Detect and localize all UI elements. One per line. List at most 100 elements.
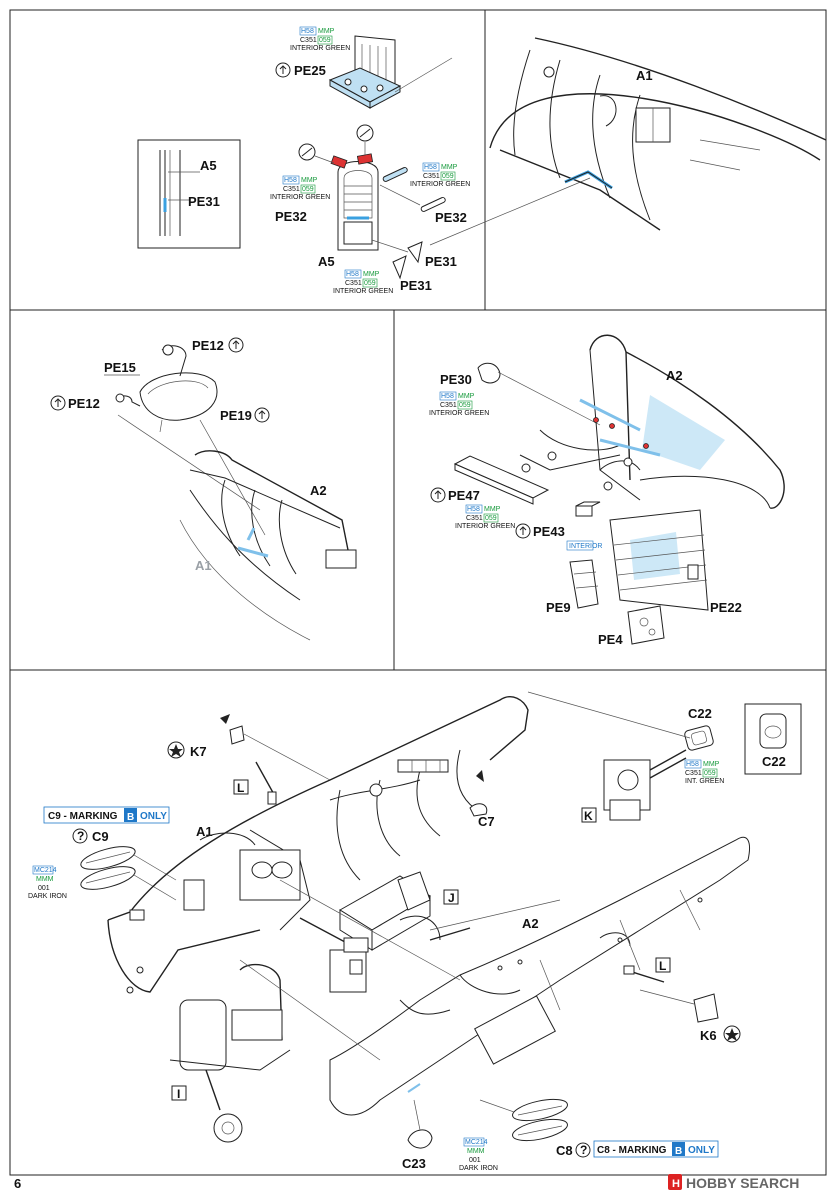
c22-inset-box: C22: [744, 703, 802, 775]
svg-text:C8: C8: [556, 1143, 573, 1158]
hobby-search-logo: H HOBBY SEARCH: [668, 1174, 799, 1191]
panel-1: A5 PE31 PE25 H58 MMP C351: [137, 26, 827, 295]
svg-text:INTERIOR GREEN: INTERIOR GREEN: [429, 410, 489, 417]
svg-text:MC214: MC214: [465, 1139, 488, 1146]
pe12-top-label: PE12: [192, 337, 244, 353]
svg-text:H58: H58: [346, 271, 359, 278]
k6-part: K6: [639, 989, 741, 1043]
svg-text:?: ?: [77, 829, 84, 843]
svg-text:ONLY: ONLY: [688, 1145, 715, 1156]
k-box: K: [581, 807, 597, 823]
svg-text:L: L: [659, 959, 666, 973]
svg-text:MMP: MMP: [484, 506, 501, 513]
svg-text:H58: H58: [686, 761, 699, 768]
pe4-part: PE4: [598, 605, 665, 647]
svg-text:PE4: PE4: [598, 632, 623, 647]
color-callout-1: H58 MMP C351 059 INTERIOR GREEN: [290, 26, 350, 52]
svg-text:MC214: MC214: [34, 867, 57, 874]
svg-text:059: 059: [302, 186, 314, 193]
svg-text:C351: C351: [466, 515, 483, 522]
gun-sight-part: [255, 761, 277, 805]
pe25-part: [328, 35, 402, 109]
svg-text:I: I: [177, 1087, 180, 1101]
l-box-1: L: [233, 779, 249, 795]
svg-text:C7: C7: [478, 814, 495, 829]
svg-text:L: L: [237, 781, 244, 795]
cockpit-assembly: [603, 749, 687, 821]
fuselage-a2-half: A2: [329, 836, 750, 1116]
svg-text:059: 059: [364, 280, 376, 287]
svg-text:H58: H58: [424, 164, 437, 171]
svg-text:MMP: MMP: [458, 393, 475, 400]
seat-part: [298, 124, 379, 251]
pe19-label-group: PE19: [220, 407, 270, 423]
k7-part: K7: [167, 714, 331, 781]
a5-label: A5: [318, 254, 335, 269]
pe25-label-group: PE25: [275, 62, 326, 78]
svg-text:C351: C351: [345, 280, 362, 287]
svg-text:PE12: PE12: [68, 396, 100, 411]
svg-text:C351: C351: [283, 186, 300, 193]
fuselage-a1-half: [107, 696, 529, 994]
panel-4: K7 L C9 - MARKING B ONLY ? C9: [28, 691, 802, 1172]
svg-text:C351: C351: [685, 770, 702, 777]
svg-text:MMM: MMM: [36, 876, 54, 883]
c9-marking-banner: C9 - MARKING B ONLY: [43, 806, 170, 824]
svg-text:C8 - MARKING: C8 - MARKING: [597, 1145, 667, 1156]
svg-text:MMP: MMP: [441, 164, 458, 171]
svg-text:PE22: PE22: [710, 600, 742, 615]
svg-text:059: 059: [442, 173, 454, 180]
c7-part: C7: [469, 770, 495, 829]
gun-sight-part-2: [623, 965, 665, 983]
l-box-2: L: [655, 957, 671, 973]
svg-text:MMM: MMM: [467, 1148, 485, 1155]
svg-text:MMP: MMP: [363, 271, 380, 278]
svg-text:DARK IRON: DARK IRON: [28, 893, 67, 900]
color-callout-c8: MC214 MMM 001 DARK IRON: [459, 1137, 498, 1172]
svg-text:DARK IRON: DARK IRON: [459, 1165, 498, 1172]
pe32-label-left: PE32: [275, 209, 307, 224]
svg-text:C9: C9: [92, 829, 109, 844]
panel-3: PE30 H58 MMP C351 059 INTERIOR GREEN: [429, 334, 785, 647]
c9-exhaust-parts: [80, 846, 177, 901]
c8-label-group: C8 ?: [556, 1142, 591, 1158]
svg-text:C351: C351: [300, 37, 317, 44]
i-box: I: [171, 1085, 187, 1101]
svg-text:PE30: PE30: [440, 372, 472, 387]
a2-label-panel2: A2: [310, 483, 327, 498]
svg-text:INTERIOR GREEN: INTERIOR GREEN: [333, 288, 393, 295]
a1-label-panel2: A1: [195, 558, 212, 573]
svg-text:001: 001: [469, 1157, 481, 1164]
svg-text:J: J: [448, 891, 455, 905]
c8-exhaust-parts: [479, 1098, 568, 1142]
svg-text:INTERIOR GREEN: INTERIOR GREEN: [270, 194, 330, 201]
fuselage-a2-section: A2 A1: [179, 450, 357, 641]
pe47-part: PE47: [430, 455, 550, 505]
strap-parts: [379, 167, 446, 212]
pe43-part: PE43: [515, 501, 601, 539]
j-box: J: [443, 889, 459, 905]
svg-text:059: 059: [459, 402, 471, 409]
color-callout-2: H58 MMP C351 059 INTERIOR GREEN: [270, 175, 330, 201]
color-callout-pe47: H58 MMP C351 059 INTERIOR GREEN: [455, 504, 515, 530]
interior-tag: INTERIOR: [566, 540, 602, 551]
svg-text:C351: C351: [440, 402, 457, 409]
c23-part: C23: [402, 1099, 433, 1171]
svg-text:MMP: MMP: [703, 761, 720, 768]
pe25-label: PE25: [294, 63, 326, 78]
gear-assembly: [169, 963, 291, 1143]
a2-label-panel3: A2: [666, 368, 683, 383]
svg-text:INTERIOR GREEN: INTERIOR GREEN: [455, 523, 515, 530]
inset-a5-label: A5: [200, 158, 217, 173]
pe31-parts: [371, 239, 423, 280]
svg-text:PE19: PE19: [220, 408, 252, 423]
svg-text:INT. GREEN: INT. GREEN: [685, 778, 724, 785]
svg-text:H58: H58: [284, 177, 297, 184]
svg-text:MMP: MMP: [318, 28, 335, 35]
svg-text:C22: C22: [688, 706, 712, 721]
svg-text:C23: C23: [402, 1156, 426, 1171]
pe31-label-bottom: PE31: [400, 278, 432, 293]
svg-text:C9 - MARKING: C9 - MARKING: [48, 811, 118, 822]
svg-text:K7: K7: [190, 744, 207, 759]
